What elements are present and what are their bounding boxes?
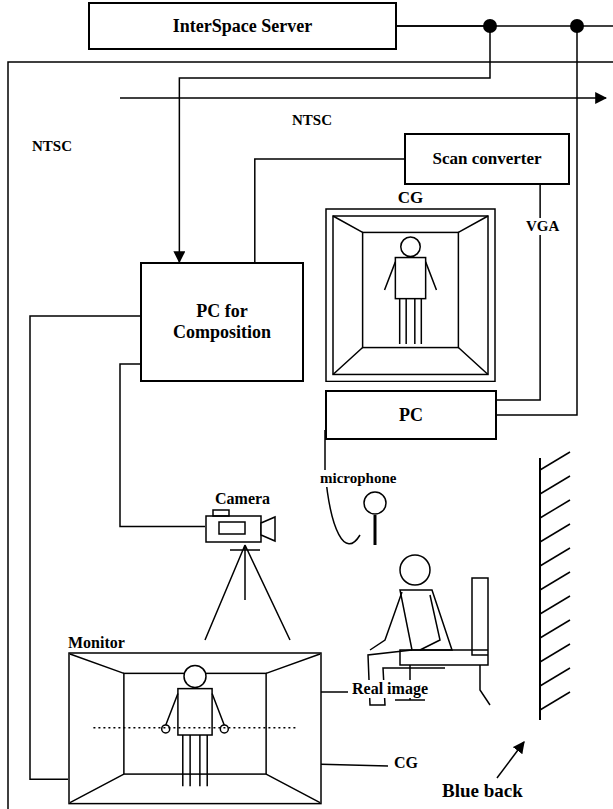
hatch-stroke xyxy=(540,524,570,542)
computer-box: PC xyxy=(325,390,497,440)
part-label: microphone xyxy=(318,470,398,487)
hatch-stroke xyxy=(540,500,570,518)
leader-arrow xyxy=(497,742,524,778)
hatch-stroke xyxy=(540,620,570,638)
part-label: Real image xyxy=(350,680,430,698)
person-head xyxy=(400,555,430,585)
display-monitor: CG xyxy=(325,188,496,382)
heading-label: Camera xyxy=(205,490,285,508)
hatch-stroke xyxy=(540,476,570,494)
display-monitor: Monitor xyxy=(68,634,322,805)
microphone-stick xyxy=(374,515,377,545)
part-label: Blue back xyxy=(440,780,525,802)
tripod xyxy=(205,545,290,640)
picture-frame xyxy=(325,208,496,382)
box-label: InterSpace Server xyxy=(173,16,312,37)
room-frame xyxy=(8,62,613,809)
person-arm xyxy=(370,592,440,650)
hatch-stroke xyxy=(540,548,570,566)
computer-box: PC for Composition xyxy=(140,262,304,382)
hatch-stroke xyxy=(540,692,570,710)
camera: Camera xyxy=(205,490,285,546)
microphone-head xyxy=(364,492,386,514)
signal-connector xyxy=(120,364,205,526)
hatch-stroke xyxy=(540,668,570,686)
heading-label: CG xyxy=(325,188,496,208)
signal-label: NTSC xyxy=(30,138,74,155)
server-box: InterSpace Server xyxy=(88,2,397,50)
cg-picture xyxy=(325,208,496,382)
monitor-picture xyxy=(68,652,322,805)
hatch-stroke xyxy=(540,572,570,590)
box-label: PC xyxy=(399,405,423,426)
heading-label: Monitor xyxy=(68,634,322,652)
picture-frame xyxy=(205,508,285,546)
signal-label: NTSC xyxy=(290,112,334,129)
signal-label: VGA xyxy=(524,218,561,235)
camera-picture xyxy=(205,508,285,546)
picture-frame xyxy=(68,652,322,805)
wall-hatching xyxy=(540,452,570,710)
box-label: Scan converter xyxy=(432,149,541,169)
box-label: PC for Composition xyxy=(167,301,277,342)
hatch-stroke xyxy=(540,452,570,470)
person-body xyxy=(400,590,452,650)
converter-box: Scan converter xyxy=(404,133,570,185)
hatch-stroke xyxy=(540,644,570,662)
part-label: CG xyxy=(392,754,420,772)
hatch-stroke xyxy=(540,596,570,614)
output-line xyxy=(120,97,606,99)
